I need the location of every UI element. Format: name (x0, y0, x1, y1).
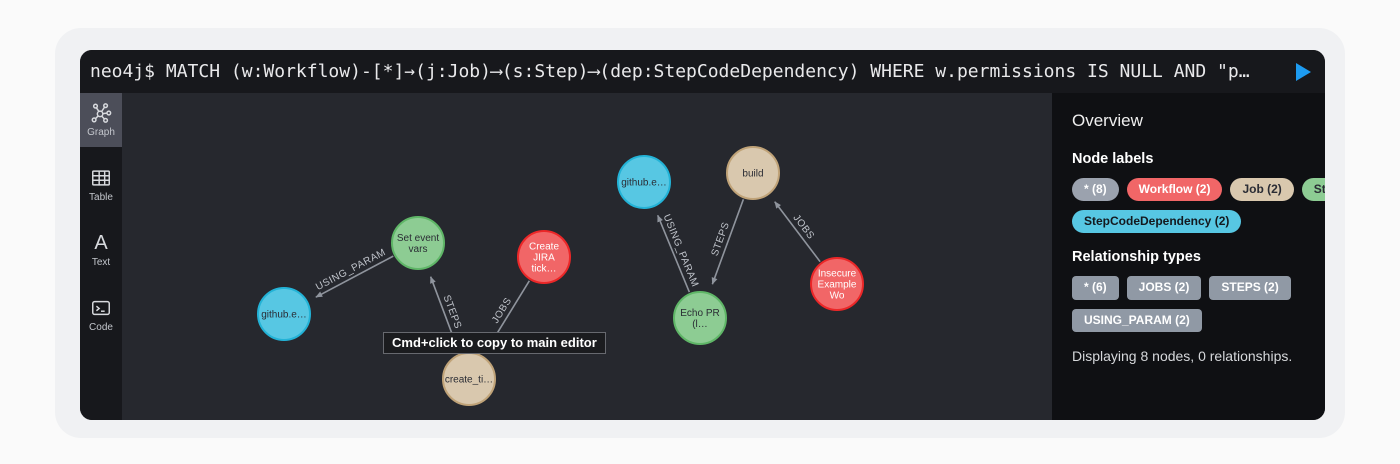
run-query-play-icon[interactable] (1296, 62, 1311, 81)
overview-panel: Overview Node labels * (8) Workflow (2) Jo… (1052, 93, 1325, 420)
relationship-label[interactable]: USING_PARAM (661, 213, 701, 289)
graph-node-step2[interactable]: Echo PR(l… (673, 291, 727, 345)
display-status-text: Displaying 8 nodes, 0 relationships. (1072, 347, 1293, 364)
node-label-pill[interactable]: Job (2) (1230, 178, 1294, 202)
node-caption: create_ti… (445, 375, 493, 386)
relationship-types-heading: Relationship types (1072, 249, 1201, 266)
code-icon (90, 297, 112, 319)
cypher-query[interactable]: neo4j$ MATCH (w:Workflow)-[*]→(j:Job)⟶(s… (90, 61, 1286, 82)
text-icon: A (94, 232, 108, 254)
node-label-pills: * (8) Workflow (2) Job (2) Step (2) StepCode… (1072, 178, 1325, 234)
node-caption: github.e… (621, 178, 667, 189)
neo4j-browser-frame: neo4j$ MATCH (w:Workflow)-[*]→(j:Job)⟶(s… (80, 50, 1325, 420)
overview-title: Overview (1072, 111, 1143, 130)
sidebar-item-label: Code (89, 322, 113, 333)
table-icon (90, 167, 112, 189)
graph-node-job1[interactable]: create_ti… (442, 352, 496, 406)
sidebar-item-graph[interactable]: Graph (80, 93, 122, 147)
sidebar-item-code[interactable]: Code (80, 288, 122, 342)
relationship-edge-using_param[interactable] (656, 214, 691, 293)
graph-node-dep2[interactable]: github.e… (617, 155, 671, 209)
app-card: neo4j$ MATCH (w:Workflow)-[*]→(j:Job)⟶(s… (55, 28, 1345, 438)
relationship-type-pill[interactable]: JOBS (2) (1126, 276, 1202, 300)
node-caption: github.e… (261, 310, 307, 321)
query-bar[interactable]: neo4j$ MATCH (w:Workflow)-[*]→(j:Job)⟶(s… (80, 50, 1325, 93)
sidebar-item-label: Graph (87, 127, 115, 138)
relationship-type-pills: * (6) JOBS (2) STEPS (2) USING_PARAM (2) (1072, 276, 1305, 332)
node-label-pill[interactable]: Step (2) (1301, 178, 1325, 202)
relationship-edge-steps[interactable] (711, 199, 745, 285)
relationship-type-pill[interactable]: * (6) (1072, 276, 1119, 300)
graph-node-job2[interactable]: build (726, 146, 780, 200)
query-text: MATCH (w:Workflow)-[*]→(j:Job)⟶(s:Step)⟶… (165, 61, 1250, 82)
node-labels-heading: Node labels (1072, 151, 1154, 167)
node-label-pill[interactable]: StepCodeDependency (2) (1072, 210, 1242, 234)
copy-hint-tooltip: Cmd+click to copy to main editor (383, 332, 606, 354)
node-caption: Echo PR(l… (680, 308, 719, 330)
relationship-edge-using_param[interactable] (315, 255, 394, 298)
graph-icon (90, 102, 112, 124)
node-label-pill[interactable]: * (8) (1072, 178, 1119, 202)
relationship-type-pill[interactable]: USING_PARAM (2) (1072, 308, 1202, 332)
relationship-type-pill[interactable]: STEPS (2) (1209, 276, 1291, 300)
prompt-label: neo4j$ (90, 61, 156, 82)
sidebar-item-label: Table (89, 192, 113, 203)
graph-node-dep1[interactable]: github.e… (257, 287, 311, 341)
sidebar-item-label: Text (91, 257, 111, 268)
node-caption: build (742, 169, 763, 180)
relationship-label[interactable]: USING_PARAM (314, 247, 388, 293)
sidebar-item-text[interactable]: A Text (80, 223, 122, 277)
relationship-edge-jobs[interactable] (774, 201, 821, 263)
node-label-pill[interactable]: Workflow (2) (1126, 178, 1223, 202)
sidebar-item-table[interactable]: Table (80, 158, 122, 212)
